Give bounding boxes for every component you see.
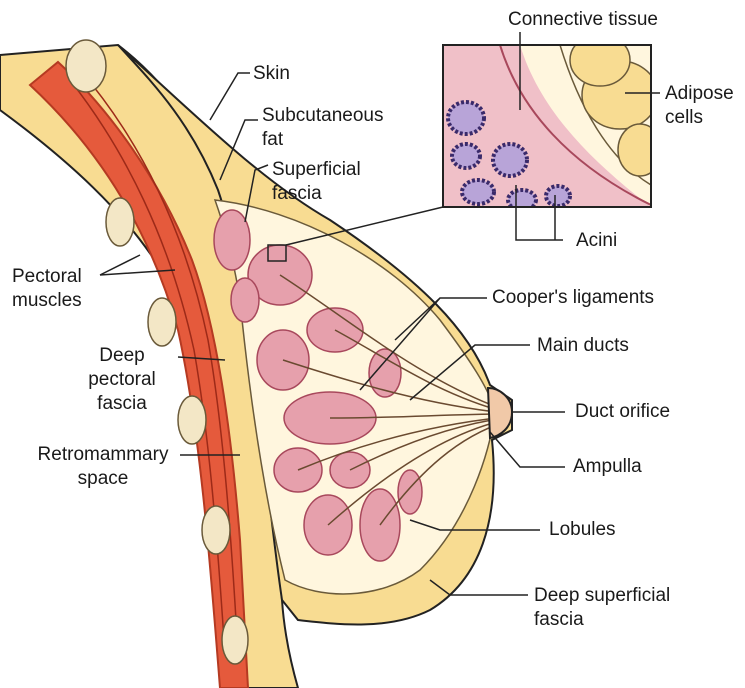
lobule [214,210,250,270]
rib [148,298,176,346]
rib [106,198,134,246]
label-acini: Acini [576,229,617,253]
rib [202,506,230,554]
label-retromammary-space: Retromammary space [28,443,178,491]
label-deep-pectoral-fascia: Deep pectoral fascia [70,344,174,416]
label-main-ducts: Main ducts [537,334,629,358]
label-adipose-cells-line1: Adipose [665,82,734,106]
label-deep-superficial-fascia-line2: fascia [534,608,670,632]
lobule [231,278,259,322]
acinus [493,144,527,176]
label-pectoral-muscles-line2: muscles [12,289,82,313]
leader-ampulla [490,432,565,467]
label-deep-pectoral-fascia-line3: fascia [70,392,174,416]
label-subcutaneous-fat: Subcutaneous fat [262,104,384,152]
magnified-inset [443,34,662,210]
label-subcutaneous-fat-line2: fat [262,128,384,152]
label-deep-pectoral-fascia-line2: pectoral [70,368,174,392]
label-pectoral-muscles-line1: Pectoral [12,265,82,289]
label-lobules: Lobules [549,518,616,542]
label-skin: Skin [253,62,290,86]
label-connective-tissue: Connective tissue [508,8,658,32]
label-coopers-ligaments: Cooper's ligaments [492,286,654,310]
label-retromammary-space-line2: space [28,467,178,491]
label-ampulla: Ampulla [573,455,642,479]
label-adipose-cells: Adipose cells [665,82,734,130]
rib [222,616,248,664]
label-superficial-fascia-line1: Superficial [272,158,361,182]
rib [66,40,106,92]
label-superficial-fascia-line2: fascia [272,182,361,206]
label-retromammary-space-line1: Retromammary [28,443,178,467]
label-adipose-cells-line2: cells [665,106,734,130]
label-deep-superficial-fascia-line1: Deep superficial [534,584,670,608]
lobule [398,470,422,514]
acinus [448,102,484,134]
rib [178,396,206,444]
label-deep-superficial-fascia: Deep superficial fascia [534,584,670,632]
acinus [452,144,480,168]
label-deep-pectoral-fascia-line1: Deep [70,344,174,368]
label-duct-orifice: Duct orifice [575,400,670,424]
leader-skin [210,73,250,120]
acinus [462,180,494,204]
label-pectoral-muscles: Pectoral muscles [12,265,82,313]
label-subcutaneous-fat-line1: Subcutaneous [262,104,384,128]
label-superficial-fascia: Superficial fascia [272,158,361,206]
acinus [546,186,570,206]
